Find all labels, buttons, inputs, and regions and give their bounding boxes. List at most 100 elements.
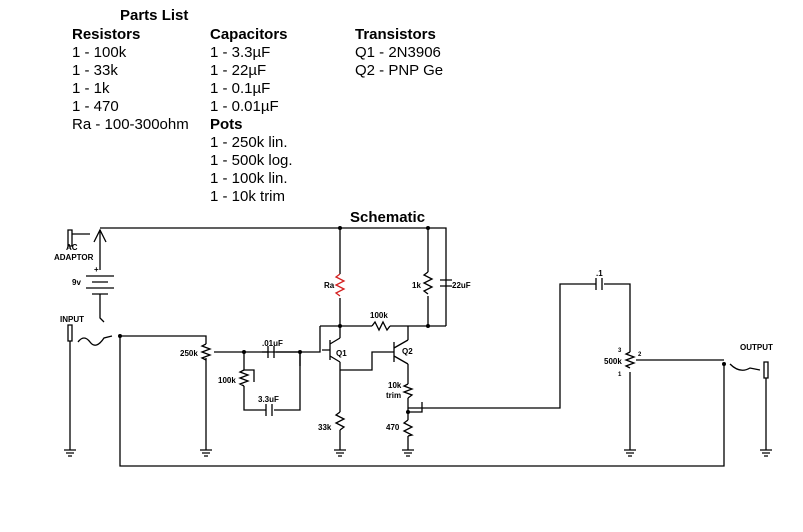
pot-item: 1 - 100k lin. bbox=[210, 170, 288, 187]
pot-250k-body bbox=[200, 343, 212, 361]
capacitors bbox=[265, 278, 603, 416]
trim-10k-label: trim bbox=[386, 391, 401, 400]
output-link-wire bbox=[408, 283, 631, 409]
capacitors-heading: Capacitors bbox=[210, 26, 288, 43]
junction-dot bbox=[242, 350, 246, 354]
res-1k bbox=[422, 271, 434, 295]
pot-100k-top-wire bbox=[243, 352, 255, 382]
res-100k bbox=[371, 320, 391, 332]
junctions bbox=[118, 226, 726, 414]
cap-3-3uF-wire bbox=[274, 352, 301, 411]
ground-symbol bbox=[760, 449, 772, 457]
res-33k bbox=[334, 411, 346, 431]
transistor-item: Q2 - PNP Ge bbox=[355, 62, 444, 79]
parts-list: Parts List Resistors 1 - 100k 1 - 33k 1 … bbox=[0, 0, 803, 210]
q2-label: Q2 bbox=[402, 347, 413, 356]
q1-label: Q1 bbox=[336, 349, 347, 358]
ground-symbol bbox=[64, 449, 76, 457]
pot-250k-wiper bbox=[214, 351, 301, 366]
pot-item: 1 - 10k trim bbox=[210, 188, 286, 205]
pot-item: 1 - 250k lin. bbox=[210, 134, 288, 151]
battery-bottom-wire bbox=[99, 294, 105, 323]
cap-3-3uF-label: 3.3uF bbox=[258, 395, 279, 404]
cap-01uF-label: .01uF bbox=[262, 339, 283, 348]
pot-100k-label: 100k bbox=[218, 376, 236, 385]
ac-adaptor-label: AC bbox=[66, 243, 78, 252]
return-wire bbox=[119, 336, 725, 467]
cap-1-label: .1 bbox=[596, 269, 603, 278]
cap-3-3uF bbox=[265, 404, 273, 416]
res-100k-label: 100k bbox=[370, 311, 388, 320]
pot-pin-label: 3 bbox=[618, 348, 622, 354]
pot-100k-body bbox=[238, 369, 250, 387]
pot-100k-bottom-wire bbox=[243, 386, 266, 411]
junction-dot bbox=[426, 324, 430, 328]
junction-dot bbox=[406, 410, 410, 414]
junction-dot bbox=[722, 362, 726, 366]
ac-adaptor-label: ADAPTOR bbox=[54, 253, 94, 262]
wires bbox=[67, 227, 769, 467]
ra-resistor bbox=[334, 273, 346, 297]
cap-01uF bbox=[267, 346, 275, 358]
q1-q2-link bbox=[340, 351, 394, 371]
junction-dot bbox=[426, 226, 430, 230]
pot-item: 1 - 500k log. bbox=[210, 152, 293, 169]
pot-pin-label: 1 bbox=[618, 372, 622, 378]
junction-dot bbox=[338, 226, 342, 230]
output-switch bbox=[729, 363, 761, 371]
ground-symbol bbox=[402, 449, 414, 457]
capacitor-item: 1 - 3.3µF bbox=[210, 44, 271, 61]
res-1k-wire bbox=[427, 228, 446, 327]
battery-plates bbox=[86, 275, 114, 295]
resistors-heading: Resistors bbox=[72, 26, 141, 43]
capacitor-item: 1 - 0.1µF bbox=[210, 80, 271, 97]
cap-1 bbox=[595, 278, 603, 290]
pot-500k-label: 500k bbox=[604, 357, 622, 366]
trim-10k-wire bbox=[407, 398, 423, 413]
output-jack bbox=[763, 361, 769, 379]
ground-symbol bbox=[200, 449, 212, 457]
ground-symbol bbox=[624, 449, 636, 457]
ground-symbol bbox=[334, 449, 346, 457]
schematic-title: Schematic bbox=[350, 209, 425, 226]
resistor-item: 1 - 1k bbox=[72, 80, 110, 97]
capacitor-item: 1 - 0.01µF bbox=[210, 98, 279, 115]
transistors-heading: Transistors bbox=[355, 26, 436, 43]
res-470 bbox=[402, 419, 414, 437]
capacitor-item: 1 - 22µF bbox=[210, 62, 267, 79]
input-switch bbox=[77, 335, 113, 346]
pot-250k-label: 250k bbox=[180, 349, 198, 358]
input-jack bbox=[67, 324, 73, 342]
input-label: INPUT bbox=[60, 315, 84, 324]
resistor-item: Ra - 100-300ohm bbox=[72, 116, 189, 133]
q1-body bbox=[322, 337, 341, 363]
pot-500k-body bbox=[624, 351, 636, 369]
adaptor-jack bbox=[67, 229, 73, 247]
battery-plus-label: + bbox=[94, 265, 99, 274]
res-470-label: 470 bbox=[386, 423, 400, 432]
transistor-item: Q1 - 2N3906 bbox=[355, 44, 441, 61]
output-label: OUTPUT bbox=[740, 343, 773, 352]
pot-pin-label: 2 bbox=[638, 352, 642, 358]
resistors bbox=[334, 271, 434, 437]
resistor-item: 1 - 33k bbox=[72, 62, 118, 79]
top-rail-wire bbox=[100, 227, 447, 326]
resistor-item: 1 - 100k bbox=[72, 44, 127, 61]
res-33k-label: 33k bbox=[318, 423, 332, 432]
parts-list-title: Parts List bbox=[120, 7, 189, 24]
pots-heading: Pots bbox=[210, 116, 243, 133]
junction-dot bbox=[118, 334, 122, 338]
junction-dot bbox=[298, 350, 302, 354]
grounds bbox=[64, 449, 772, 457]
trim-10k-label: 10k bbox=[388, 381, 402, 390]
cap-01uF-wire bbox=[262, 326, 321, 353]
res-1k-label: 1k bbox=[412, 281, 421, 290]
res-ra-label: Ra bbox=[324, 281, 335, 290]
input-wire bbox=[120, 335, 207, 344]
trim-10k bbox=[402, 383, 414, 399]
cap-22uF-label: 22uF bbox=[452, 281, 471, 290]
battery-label: 9v bbox=[72, 278, 81, 287]
resistor-item: 1 - 470 bbox=[72, 98, 119, 115]
q2-body bbox=[393, 339, 409, 365]
